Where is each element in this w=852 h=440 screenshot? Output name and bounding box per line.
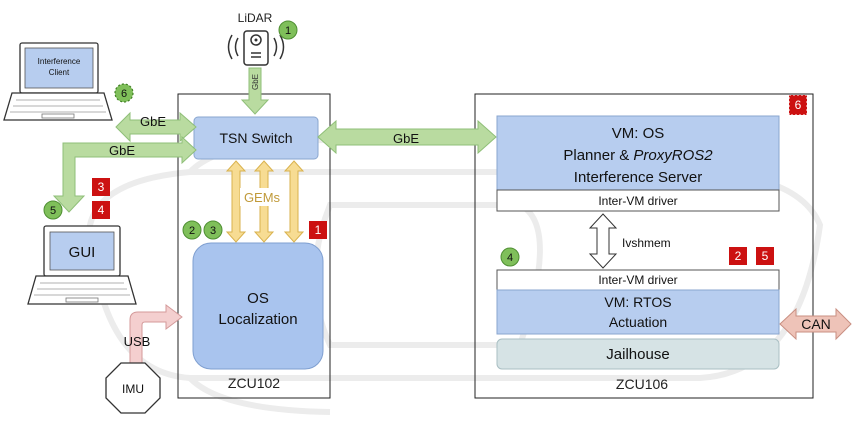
client-gbe-arrow	[115, 111, 197, 143]
green-marker-2: 2	[182, 220, 202, 240]
ivshmem-label: Ivshmem	[622, 236, 671, 250]
client-laptop-icon	[3, 42, 113, 121]
tsn-switch-label: TSN Switch	[219, 130, 292, 146]
actuation-label: Actuation	[609, 314, 667, 330]
svg-text:2: 2	[189, 225, 195, 237]
client-gbe-label: GbE	[140, 114, 166, 129]
green-marker-5: 5	[43, 200, 63, 220]
svg-text:4: 4	[507, 252, 513, 264]
zcu102-label: ZCU102	[228, 375, 280, 391]
vm-rtos-box	[496, 289, 780, 335]
inter-vm-driver-bottom-label: Inter-VM driver	[598, 273, 677, 287]
svg-text:3: 3	[210, 225, 216, 237]
can-label: CAN	[801, 316, 831, 332]
zcu-gbe-label: GbE	[393, 131, 419, 146]
zcu106-board	[474, 93, 814, 399]
green-marker-1: 1	[278, 20, 298, 40]
client-label-line2: Client	[49, 68, 70, 77]
svg-text:5: 5	[762, 249, 769, 263]
zcu-gbe-arrow	[317, 119, 497, 155]
tsn-switch	[193, 116, 319, 160]
red-marker-5: 5	[756, 247, 774, 265]
gems-label: GEMs	[244, 190, 281, 205]
vm-rtos-label: VM: RTOS	[604, 294, 671, 310]
imu-label: IMU	[122, 382, 144, 396]
vm-os-planner-label: Planner & ProxyROS2	[563, 147, 713, 164]
imu-box	[105, 362, 161, 414]
lidar-gbe-label: GbE	[251, 74, 260, 90]
red-marker-2: 2	[729, 247, 747, 265]
inter-vm-driver-top-label: Inter-VM driver	[598, 194, 677, 208]
svg-text:5: 5	[50, 205, 56, 217]
ivshmem-arrow	[588, 213, 618, 269]
gui-label: GUI	[69, 244, 96, 261]
green-marker-4: 4	[500, 247, 520, 267]
zcu106-label: ZCU106	[616, 376, 668, 392]
red-marker-6: 6	[788, 94, 808, 116]
red-marker-3: 3	[92, 178, 110, 196]
red-marker-1: 1	[309, 221, 327, 239]
can-arrow	[779, 307, 852, 341]
inter-vm-driver-top	[496, 189, 780, 212]
lidar-icon	[227, 30, 285, 66]
gui-laptop-icon	[27, 225, 137, 305]
client-label-line1: Interference	[38, 57, 81, 66]
gems-label-bg	[240, 188, 284, 206]
svg-text:1: 1	[315, 223, 322, 237]
gui-gbe-label: GbE	[109, 143, 135, 158]
lidar-gbe-arrow	[240, 67, 270, 115]
lidar-label: LiDAR	[238, 11, 273, 25]
red-marker-4: 4	[92, 201, 110, 219]
jailhouse-label: Jailhouse	[606, 346, 669, 363]
vm-os-label: VM: OS	[612, 125, 665, 142]
os-localization-box	[192, 242, 324, 370]
svg-text:2: 2	[735, 249, 742, 263]
svg-text:6: 6	[795, 98, 802, 112]
os-label: OS	[247, 290, 269, 307]
gui-gbe-arrow	[52, 135, 197, 213]
green-marker-6: 6	[114, 83, 134, 103]
jailhouse-box	[496, 338, 780, 370]
interference-server-label: Interference Server	[574, 169, 702, 186]
svg-text:6: 6	[121, 88, 127, 100]
localization-label: Localization	[218, 311, 297, 328]
usb-label: USB	[124, 334, 151, 349]
green-marker-3: 3	[203, 220, 223, 240]
svg-text:3: 3	[98, 180, 105, 194]
svg-text:4: 4	[98, 203, 105, 217]
usb-arrow	[129, 304, 183, 364]
svg-text:1: 1	[285, 25, 291, 37]
